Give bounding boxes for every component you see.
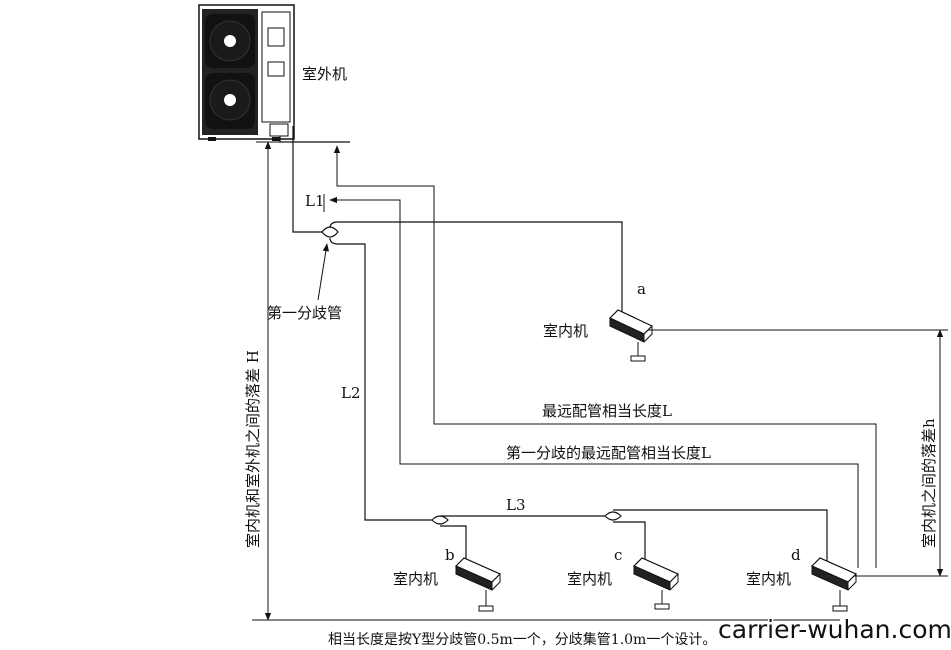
indoor-unit-c <box>632 557 680 610</box>
indoor-unit-a <box>608 309 654 362</box>
l3-label: L3 <box>506 496 526 514</box>
farthest-length-label: 最远配管相当长度L <box>542 402 672 420</box>
unit-b-label: 室内机 <box>393 570 438 588</box>
unit-a-label: 室内机 <box>543 322 588 340</box>
length-lines <box>323 145 877 568</box>
unit-d-label: 室内机 <box>746 570 791 588</box>
indoor-unit-d <box>810 557 858 612</box>
watermark: carrier-wuhan.com <box>718 615 951 644</box>
outdoor-unit <box>198 4 295 141</box>
height-diff-h-label: 室内机之间的落差h <box>920 418 938 548</box>
unit-a-letter: a <box>637 280 646 298</box>
outdoor-unit-label: 室外机 <box>302 65 347 83</box>
unit-b-letter: b <box>445 546 455 564</box>
piping <box>279 126 828 562</box>
fan-icon <box>205 73 255 129</box>
height-diff-H-label: 室内机和室外机之间的落差 H <box>244 350 262 548</box>
first-branch-label: 第一分歧管 <box>267 304 342 322</box>
unit-c-letter: c <box>614 546 622 564</box>
l2-label: L2 <box>341 384 361 402</box>
indoor-unit-b <box>454 557 502 612</box>
fan-icon <box>205 14 255 68</box>
height-diff-H <box>252 141 840 621</box>
height-diff-h <box>648 329 948 577</box>
unit-c-label: 室内机 <box>567 570 612 588</box>
l1-label: L1 <box>305 192 325 210</box>
footnote: 相当长度是按Y型分歧管0.5m一个，分歧集管1.0m一个设计。 <box>328 631 716 648</box>
first-branch-farthest-label: 第一分歧的最远配管相当长度L <box>506 444 711 462</box>
unit-d-letter: d <box>791 546 801 564</box>
